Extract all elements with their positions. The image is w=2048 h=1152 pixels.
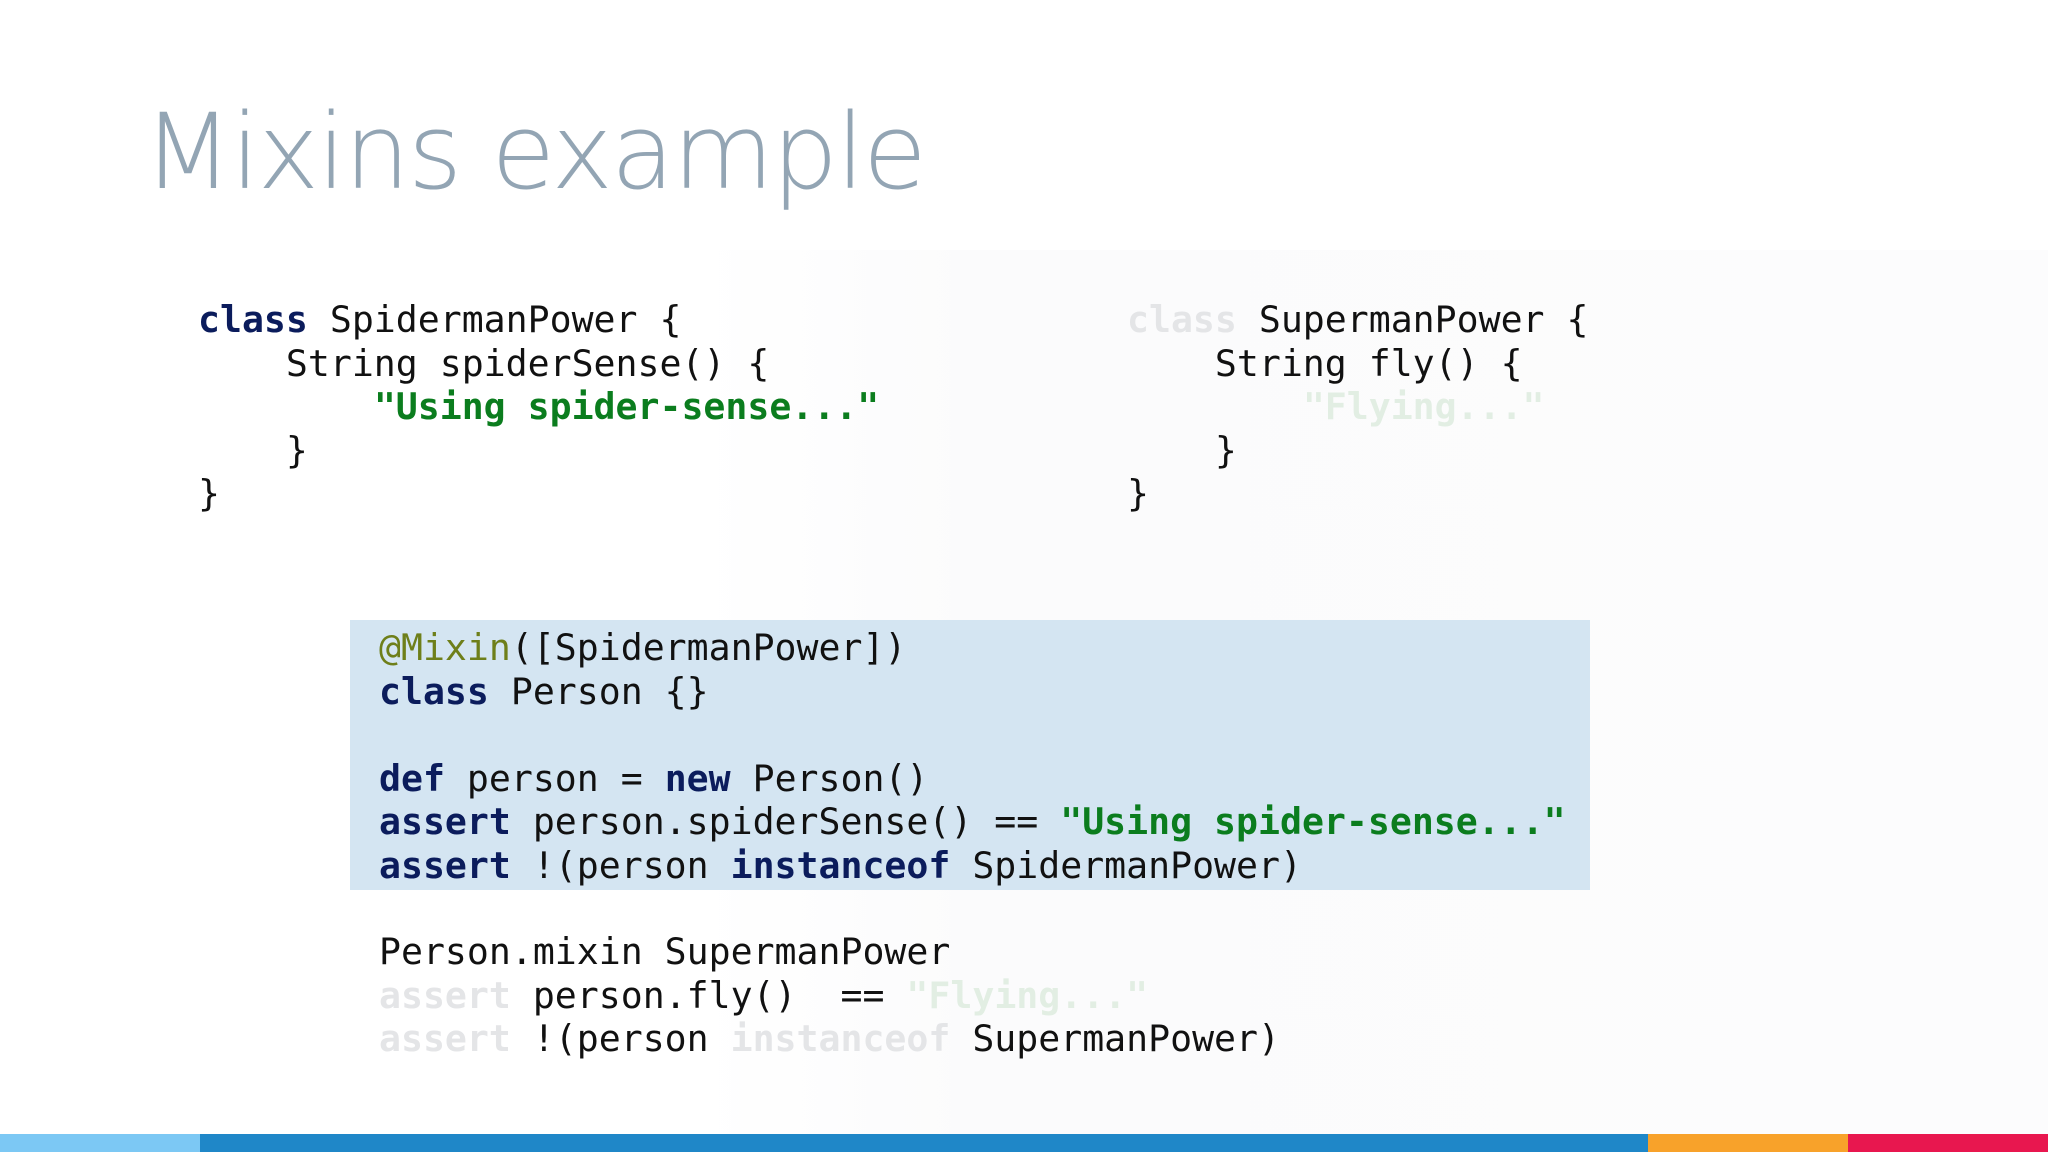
code-keyword: class bbox=[1127, 298, 1237, 341]
code-text: String spiderSense() { bbox=[198, 341, 770, 385]
code-keyword: assert bbox=[379, 843, 511, 887]
code-string: "Flying..." bbox=[906, 973, 1149, 1017]
code-keyword: class bbox=[198, 298, 308, 341]
code-text: SupermanPower) bbox=[950, 1017, 1280, 1060]
code-text: Person.mixin SupermanPower bbox=[379, 930, 951, 973]
code-text: SpidermanPower { bbox=[307, 298, 682, 341]
slide-title: Mixins example bbox=[143, 91, 927, 213]
code-string: "Using spider-sense..." bbox=[1060, 800, 1566, 843]
code-annotation: @Mixin bbox=[379, 626, 511, 669]
code-text: person.spiderSense() == bbox=[510, 800, 1061, 843]
code-indent bbox=[198, 385, 374, 428]
code-keyword: def bbox=[379, 756, 445, 800]
code-keyword: assert bbox=[379, 800, 511, 843]
bar-segment-blue bbox=[200, 1134, 1648, 1152]
code-text: Person() bbox=[730, 756, 929, 800]
code-text: Person {} bbox=[488, 669, 709, 713]
code-string: "Flying..." bbox=[1302, 385, 1545, 428]
code-indent bbox=[1127, 385, 1303, 428]
bar-segment-pink bbox=[1848, 1134, 2048, 1152]
code-text: SpidermanPower) bbox=[950, 843, 1302, 887]
code-text: } bbox=[198, 428, 308, 472]
bottom-color-bar bbox=[0, 1134, 2048, 1152]
code-text: !(person bbox=[510, 843, 731, 887]
superman-power-code: class SupermanPower { String fly() { "Fl… bbox=[1127, 298, 1588, 516]
code-text: ([SpidermanPower]) bbox=[510, 626, 907, 669]
code-keyword: class bbox=[379, 669, 489, 713]
bar-segment-orange bbox=[1648, 1134, 1848, 1152]
code-text: SupermanPower { bbox=[1236, 298, 1589, 341]
code-text: } bbox=[198, 472, 220, 515]
code-text: } bbox=[1127, 472, 1149, 515]
code-text: String fly() { bbox=[1127, 341, 1523, 385]
highlighted-code-box bbox=[350, 620, 1590, 890]
runtime-mixin-code: Person.mixin SupermanPower assert person… bbox=[379, 930, 1280, 1061]
code-text: } bbox=[1127, 428, 1237, 472]
code-text: person = bbox=[444, 756, 665, 800]
code-keyword: assert bbox=[379, 973, 511, 1017]
code-keyword: instanceof bbox=[730, 843, 951, 887]
code-string: "Using spider-sense..." bbox=[373, 385, 880, 428]
bar-segment-light-blue bbox=[0, 1134, 200, 1152]
code-text: !(person bbox=[510, 1017, 731, 1060]
mixin-usage-code: @Mixin([SpidermanPower]) class Person {}… bbox=[379, 626, 1566, 887]
spiderman-power-code: class SpidermanPower { String spiderSens… bbox=[198, 298, 879, 516]
code-keyword: instanceof bbox=[730, 1017, 951, 1060]
code-keyword: assert bbox=[379, 1017, 511, 1060]
code-keyword: new bbox=[664, 756, 731, 800]
code-text: person.fly() == bbox=[510, 973, 907, 1017]
